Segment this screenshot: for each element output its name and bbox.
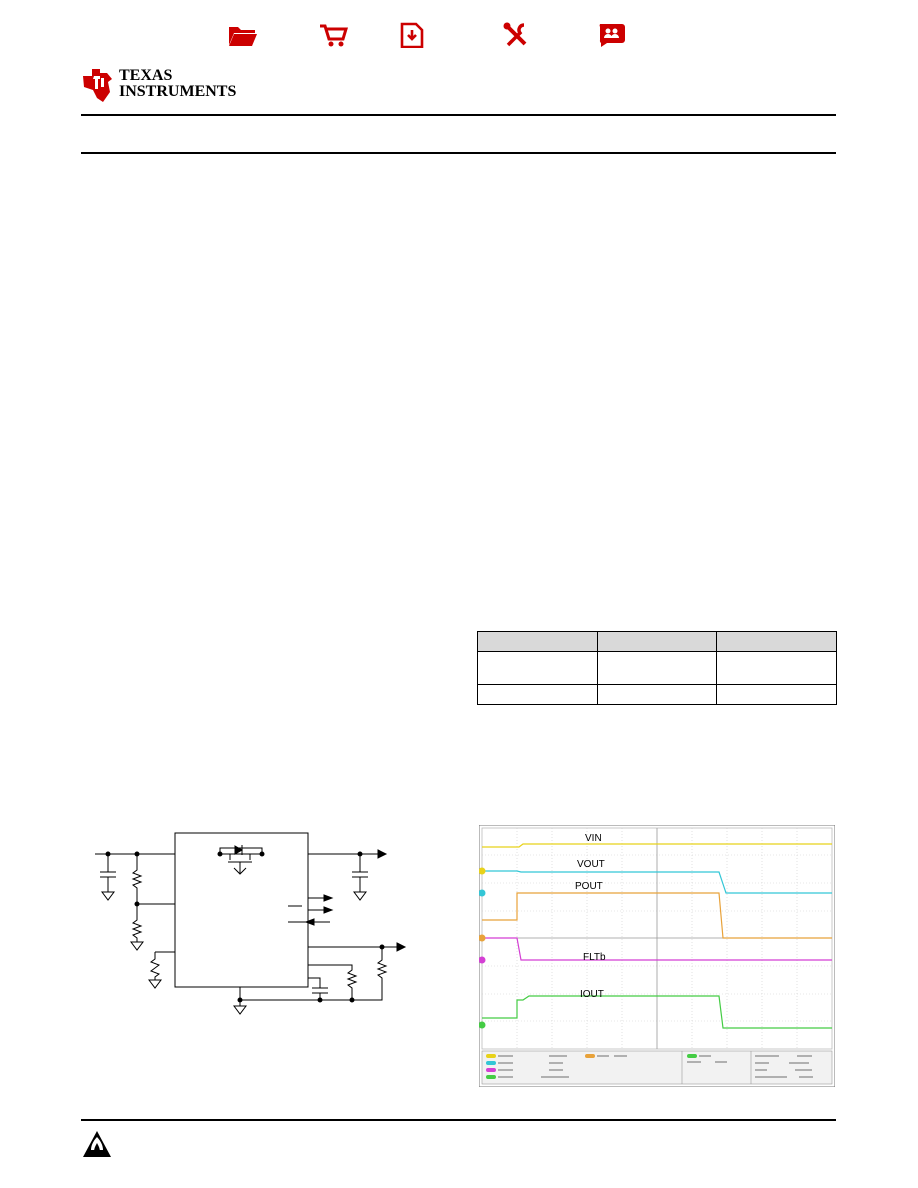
table-cell (477, 684, 598, 705)
channel-marker (479, 889, 486, 897)
footer-rule (81, 1119, 836, 1121)
table-row (477, 684, 837, 705)
label-fltb: FLTb (583, 952, 606, 963)
label-iout: IOUT (580, 989, 604, 1000)
folder-icon[interactable] (228, 22, 258, 48)
trace-iout (482, 995, 832, 1029)
download-icon[interactable] (398, 22, 428, 48)
table-cell (596, 684, 718, 705)
brand-name-line2: INSTRUMENTS (119, 83, 237, 100)
ti-logo: TEXAS INSTRUMENTS (80, 66, 240, 102)
table-cell (716, 684, 837, 705)
channel-marker (479, 867, 486, 875)
device-info-table (477, 631, 837, 705)
ti-state-icon (83, 69, 112, 102)
channel-marker (479, 956, 486, 964)
table-cell (596, 631, 718, 652)
label-vin: VIN (585, 833, 602, 844)
label-vout: VOUT (577, 859, 605, 870)
trace-fltb (482, 937, 832, 961)
table-row (477, 651, 837, 685)
support-icon[interactable] (597, 22, 627, 48)
esd-warning-icon (83, 1131, 111, 1157)
channel-marker (479, 1021, 486, 1029)
scope-status-bar (481, 1050, 833, 1085)
table-cell (716, 651, 837, 685)
header-rule-bottom (81, 152, 836, 154)
table-cell (477, 631, 598, 652)
ic-block (174, 832, 309, 988)
table-cell (716, 631, 837, 652)
tools-icon[interactable] (502, 22, 532, 48)
scope-capture: VIN VOUT POUT FLTb IOUT (479, 825, 835, 1087)
label-pout: POUT (575, 881, 603, 892)
table-cell (596, 651, 718, 685)
trace-pout (482, 892, 832, 939)
header-rule-top (81, 114, 836, 116)
trace-vout (482, 870, 832, 894)
channel-marker (479, 934, 486, 942)
trace-vin (482, 843, 832, 848)
cart-icon[interactable] (318, 22, 348, 48)
table-header-row (477, 631, 837, 652)
simplified-schematic (95, 832, 407, 1015)
brand-name-line1: TEXAS (119, 67, 173, 84)
table-cell (477, 651, 598, 685)
